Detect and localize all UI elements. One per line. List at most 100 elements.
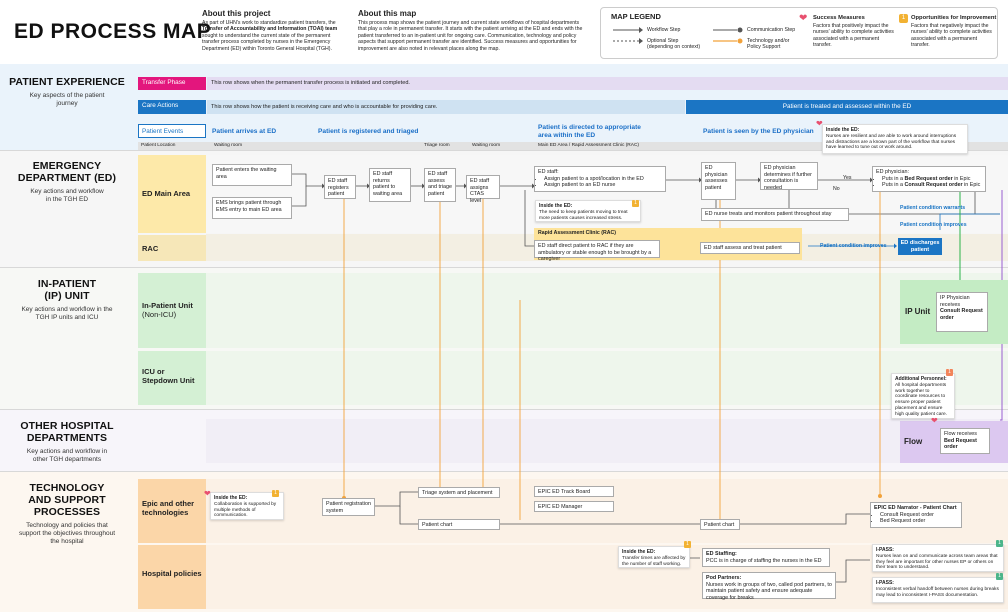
legend-success-title: Success Measures bbox=[813, 15, 865, 21]
tech-patient-chart-2: Patient chart bbox=[700, 519, 740, 530]
section-other: OTHER HOSPITAL DEPARTMENTS Key actions a… bbox=[20, 420, 114, 463]
event-directed: Patient is directed to appropriate area … bbox=[538, 124, 641, 139]
rac-title: Rapid Assessment Clinic (RAC) bbox=[538, 230, 616, 236]
opportunity-badge: 1 bbox=[996, 540, 1003, 547]
section-ip: IN-PATIENT (IP) UNIT Key actions and wor… bbox=[21, 278, 113, 321]
lane-icu-bg bbox=[206, 351, 1008, 405]
lane-inpatient: In-Patient Unit (Non-ICU) bbox=[138, 273, 206, 348]
lane-other-bg bbox=[206, 419, 1008, 463]
step-returns: ED staff returns patient to waiting area bbox=[369, 168, 411, 202]
tech-ed-narrator: EPIC ED Narrator - Patient Chart Consult… bbox=[870, 502, 962, 528]
legend-workflow: Workflow Step bbox=[647, 27, 681, 33]
about-project-text: As part of UHN's work to standardize pat… bbox=[202, 20, 338, 52]
note-ipass-inconsistent: I-PASS: Inconsistent verbal handoff betw… bbox=[872, 577, 1004, 603]
lane-epic: Epic and other technologies bbox=[138, 479, 206, 543]
heart-icon: ❤ bbox=[204, 489, 211, 498]
tech-patient-chart: Patient chart bbox=[418, 519, 500, 530]
header: ED PROCESS MAP About this project As par… bbox=[0, 0, 1008, 64]
note-transfer-times: Inside the ED: Transfer times are affect… bbox=[618, 546, 690, 568]
label-condition-warrants: Patient condition warrants bbox=[900, 205, 966, 211]
location-main-ed: Main ED Area / Rapid Assessment Clinic (… bbox=[538, 143, 640, 148]
step-flow-receives: Flow receives Bed Request order bbox=[940, 428, 990, 454]
step-nurse-treats: ED nurse treats and monitors patient thr… bbox=[701, 208, 849, 221]
step-ems: EMS brings patient through EMS entry to … bbox=[212, 197, 292, 219]
divider bbox=[0, 471, 1008, 472]
opportunity-badge: 1 bbox=[946, 369, 953, 376]
care-actions-treated: Patient is treated and assessed within t… bbox=[686, 100, 1008, 114]
divider bbox=[0, 409, 1008, 410]
location-waiting: Waiting room bbox=[214, 143, 243, 148]
lane-ed-main: ED Main Area bbox=[138, 155, 206, 233]
lane-inpatient-bg bbox=[206, 273, 1008, 348]
legend-technology: Technology and/or Policy Support bbox=[747, 38, 790, 51]
step-enters-waiting: Patient enters the waiting area bbox=[212, 164, 292, 186]
about-map: About this map This process map shows th… bbox=[358, 9, 588, 52]
label-yes: Yes bbox=[843, 175, 852, 181]
section-tech: TECHNOLOGY AND SUPPORT PROCESSES Technol… bbox=[18, 482, 116, 545]
patient-events-label: Patient Events bbox=[138, 124, 206, 138]
step-registers: ED staff registers patient bbox=[324, 175, 356, 199]
note-opp-ed-stress: Inside the ED: The need to keep patients… bbox=[535, 200, 641, 222]
step-ip-physician: IP Physician receives Consult Request or… bbox=[936, 292, 988, 332]
page-title: ED PROCESS MAP bbox=[14, 20, 212, 43]
step-phys-determines: ED physician determines if further consu… bbox=[760, 162, 818, 191]
legend-success-text: Factors that positively impact the nurse… bbox=[813, 23, 894, 49]
legend-optional: Optional Step (depending on context) bbox=[647, 38, 701, 51]
legend-opp-title: Opportunities for Improvement bbox=[911, 15, 997, 21]
ip-unit-label: IP Unit bbox=[905, 307, 931, 316]
event-seen: Patient is seen by the ED physician bbox=[703, 128, 814, 135]
opportunity-badge: 1 bbox=[996, 573, 1003, 580]
lane-policies: Hospital policies bbox=[138, 545, 206, 609]
note-collaboration: Inside the ED: Collaboration is supporte… bbox=[210, 492, 284, 520]
step-phys-puts-orders: ED physician: Puts in a Bed Request orde… bbox=[872, 166, 986, 192]
location-triage: Triage room bbox=[424, 143, 450, 148]
heart-icon: ❤ bbox=[799, 13, 808, 24]
about-map-heading: About this map bbox=[358, 9, 417, 18]
event-arrives: Patient arrives at ED bbox=[212, 128, 277, 135]
about-project-heading: About this project bbox=[202, 9, 271, 18]
legend-opp-text: Factors that negatively impact the nurse… bbox=[911, 23, 992, 49]
about-project: About this project As part of UHN's work… bbox=[202, 9, 344, 52]
patient-location-label: Patient Location bbox=[141, 143, 176, 148]
step-assess-triage: ED staff assess and triage patient bbox=[424, 168, 456, 202]
tech-ed-manager: EPIC ED Manager bbox=[534, 501, 614, 512]
policy-ed-staffing: ED Staffing: PCC is in charge of staffin… bbox=[702, 548, 830, 567]
tech-patient-registration: Patient registration system bbox=[322, 498, 375, 516]
note-ipass-success: I-PASS: Nurses lean on and communicate a… bbox=[872, 544, 1004, 572]
transfer-phase-label: Transfer Phase bbox=[138, 77, 206, 90]
step-rac-assess: ED staff assess and treat patient bbox=[700, 242, 800, 254]
label-condition-improves: Patient condition improves bbox=[900, 222, 967, 228]
lane-rac: RAC bbox=[138, 235, 206, 261]
event-registered: Patient is registered and triaged bbox=[318, 128, 419, 135]
section-ed: EMERGENCY DEPARTMENT (ED) Key actions an… bbox=[17, 160, 117, 203]
step-ctas: ED staff assigns CTAS level bbox=[466, 175, 500, 204]
about-map-text: This process map shows the patient journ… bbox=[358, 20, 583, 52]
care-actions-label: Care Actions bbox=[138, 100, 206, 114]
lane-icu: ICU or Stepdown Unit bbox=[138, 351, 206, 405]
label-condition-improves-rac: Patient condition improves bbox=[820, 243, 887, 249]
note-success-ed-resilient: Inside the ED: Nurses are resilient and … bbox=[822, 124, 968, 154]
care-actions-row: This row shows how the patient is receiv… bbox=[207, 100, 685, 114]
tech-triage-system: Triage system and placement bbox=[418, 487, 500, 498]
opportunity-badge: 1 bbox=[272, 490, 279, 497]
legend-arrows bbox=[613, 27, 743, 44]
step-phys-assesses: ED physician assesses patient bbox=[701, 162, 736, 200]
heart-icon: ❤ bbox=[816, 119, 823, 128]
divider bbox=[0, 267, 1008, 268]
step-ed-staff-assign: ED staff: Assign patient to a spot/locat… bbox=[534, 166, 666, 192]
policy-pod-partners: Pod Partners: Nurses work in groups of t… bbox=[702, 572, 836, 601]
location-waiting-2: Waiting room bbox=[472, 143, 501, 148]
section-patient-experience: PATIENT EXPERIENCE Key aspects of the pa… bbox=[9, 76, 125, 107]
legend-heading: MAP LEGEND bbox=[611, 12, 661, 21]
flow-label: Flow bbox=[904, 437, 923, 446]
legend-communication: Communication Step bbox=[747, 27, 796, 33]
divider bbox=[0, 150, 1008, 151]
note-additional-personnel: Additional Personnel: All hospital depar… bbox=[891, 373, 955, 419]
opportunity-badge: 1 bbox=[632, 200, 639, 207]
opportunity-icon: 1 bbox=[899, 14, 908, 23]
tech-track-board: EPIC ED Track Board bbox=[534, 486, 614, 497]
label-no: No bbox=[833, 186, 840, 192]
transfer-phase-row: This row shows when the permanent transf… bbox=[207, 77, 1008, 90]
map-legend: MAP LEGEND Workflow Step Optional Step (… bbox=[600, 7, 998, 59]
